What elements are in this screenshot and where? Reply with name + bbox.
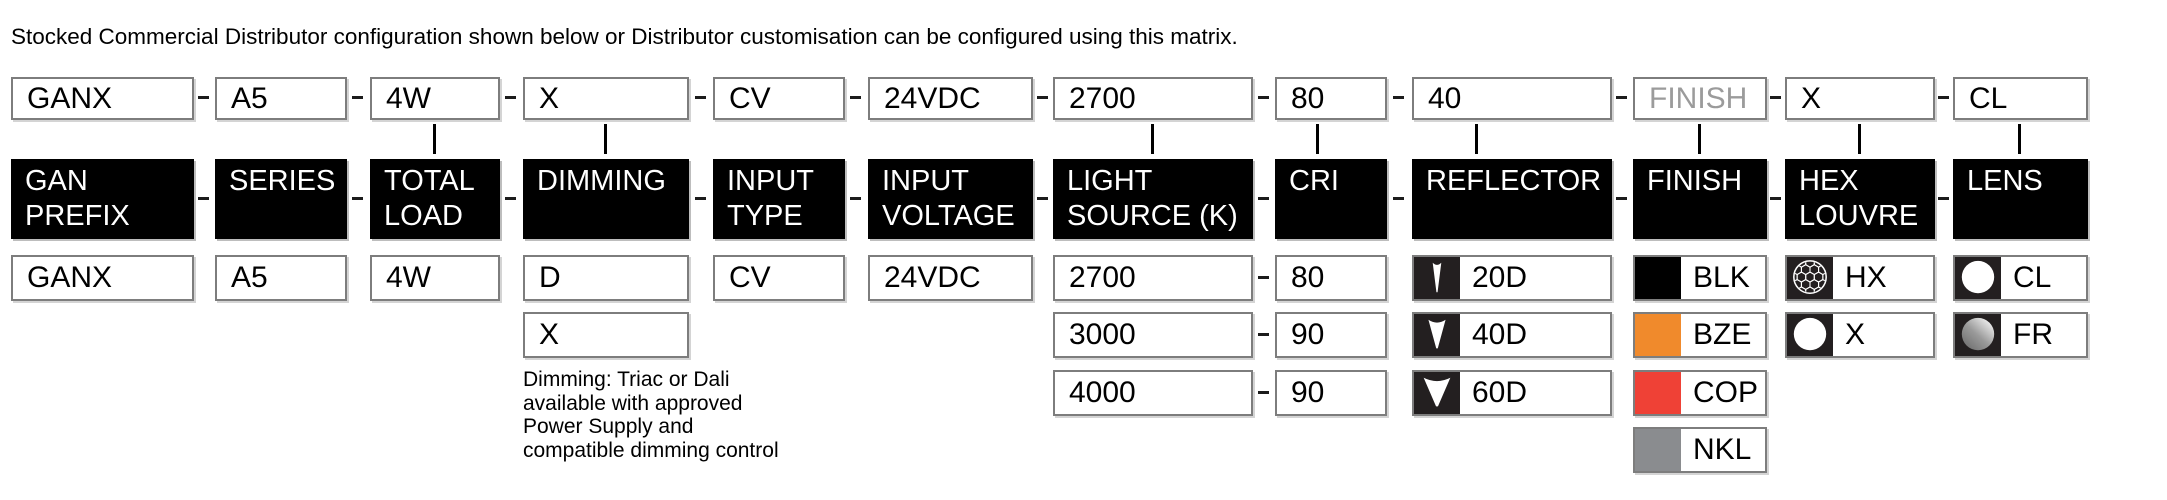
dash-connector [850, 96, 861, 99]
dash-connector [1258, 391, 1269, 394]
option-lens-fr: FR [1953, 312, 2088, 358]
column-header-finish: FINISH [1633, 159, 1767, 239]
dash-connector [1770, 197, 1781, 200]
option-reflector-20d: 20D [1412, 255, 1612, 301]
option-light-source-3000: 3000 [1053, 312, 1253, 358]
beam-medium-icon [1414, 314, 1460, 356]
option-reflector-40d: 40D [1412, 312, 1612, 358]
clear-circle-icon [1955, 257, 2001, 299]
dash-connector [198, 96, 209, 99]
column-header-reflector: REFLECTOR [1412, 159, 1612, 239]
option-finish-bze: BZE [1633, 312, 1767, 358]
dash-connector [1938, 197, 1949, 200]
column-header-input-type: INPUT TYPE [713, 159, 845, 239]
stocked-value-input-voltage: 24VDC [868, 77, 1033, 120]
dash-connector [1616, 197, 1627, 200]
swatch-nkl-icon [1635, 429, 1681, 471]
dash-connector [695, 197, 706, 200]
dash-connector [1616, 96, 1627, 99]
column-header-total-load: TOTAL LOAD [370, 159, 500, 239]
stocked-value-input-type: CV [713, 77, 845, 120]
option-input-type-cv: CV [713, 255, 845, 301]
dash-connector [352, 197, 363, 200]
swatch-blk-icon [1635, 257, 1681, 299]
option-cri-80: 80 [1275, 255, 1387, 301]
dash-connector [1258, 96, 1269, 99]
connector-line [1475, 124, 1478, 154]
stocked-value-gan-prefix: GANX [11, 77, 194, 120]
stocked-value-reflector: 40 [1412, 77, 1612, 120]
option-series-a5: A5 [215, 255, 347, 301]
dash-connector [695, 96, 706, 99]
dimming-note: Dimming: Triac or Dali available with ap… [523, 368, 779, 462]
frosted-circle-icon [1955, 314, 2001, 356]
column-header-hex-louvre: HEX LOUVRE [1785, 159, 1935, 239]
clear-circle-icon [1787, 314, 1833, 356]
connector-line [2018, 124, 2021, 154]
column-header-series: SERIES [215, 159, 347, 239]
dash-connector [1393, 96, 1404, 99]
option-hex-louvre-x: X [1785, 312, 1935, 358]
dash-connector [1258, 197, 1269, 200]
option-finish-nkl: NKL [1633, 427, 1767, 473]
dash-connector [1037, 197, 1048, 200]
hex-mesh-icon [1787, 257, 1833, 299]
dash-connector [505, 96, 516, 99]
dash-connector [1258, 333, 1269, 336]
beam-wide-icon [1414, 372, 1460, 414]
swatch-cop-icon [1635, 372, 1681, 414]
dash-connector [1770, 96, 1781, 99]
column-header-cri: CRI [1275, 159, 1387, 239]
option-light-source-4000: 4000 [1053, 370, 1253, 416]
option-lens-cl: CL [1953, 255, 2088, 301]
option-light-source-2700: 2700 [1053, 255, 1253, 301]
column-header-gan-prefix: GAN PREFIX [11, 159, 194, 239]
swatch-bze-icon [1635, 314, 1681, 356]
connector-line [1698, 124, 1701, 154]
connector-line [604, 124, 607, 154]
option-finish-blk: BLK [1633, 255, 1767, 301]
connector-line [433, 124, 436, 154]
beam-narrow-icon [1414, 257, 1460, 299]
column-header-input-voltage: INPUT VOLTAGE [868, 159, 1033, 239]
connector-line [1858, 124, 1861, 154]
column-header-light-source: LIGHT SOURCE (K) [1053, 159, 1253, 239]
option-dimming-d: D [523, 255, 689, 301]
dash-connector [1037, 96, 1048, 99]
dash-connector [850, 197, 861, 200]
option-cri-90: 90 [1275, 312, 1387, 358]
connector-line [1316, 124, 1319, 154]
option-dimming-x: X [523, 312, 689, 358]
stocked-value-cri: 80 [1275, 77, 1387, 120]
stocked-value-total-load: 4W [370, 77, 500, 120]
dash-connector [1938, 96, 1949, 99]
stocked-value-hex-louvre: X [1785, 77, 1935, 120]
option-input-voltage-24vdc: 24VDC [868, 255, 1033, 301]
option-finish-cop: COP [1633, 370, 1767, 416]
option-hex-louvre-hx: HX [1785, 255, 1935, 301]
column-header-dimming: DIMMING [523, 159, 689, 239]
column-header-lens: LENS [1953, 159, 2088, 239]
intro-text: Stocked Commercial Distributor configura… [11, 24, 1238, 49]
stocked-value-series: A5 [215, 77, 347, 120]
dash-connector [1393, 197, 1404, 200]
stocked-value-finish-placeholder: FINISH [1633, 77, 1767, 120]
option-total-load-4w: 4W [370, 255, 500, 301]
dash-connector [352, 96, 363, 99]
stocked-value-light-source: 2700 [1053, 77, 1253, 120]
stocked-value-lens: CL [1953, 77, 2088, 120]
dash-connector [1258, 276, 1269, 279]
connector-line [1151, 124, 1154, 154]
option-gan-prefix-ganx: GANX [11, 255, 194, 301]
option-cri-90: 90 [1275, 370, 1387, 416]
dash-connector [198, 197, 209, 200]
dash-connector [505, 197, 516, 200]
option-reflector-60d: 60D [1412, 370, 1612, 416]
stocked-value-dimming: X [523, 77, 689, 120]
